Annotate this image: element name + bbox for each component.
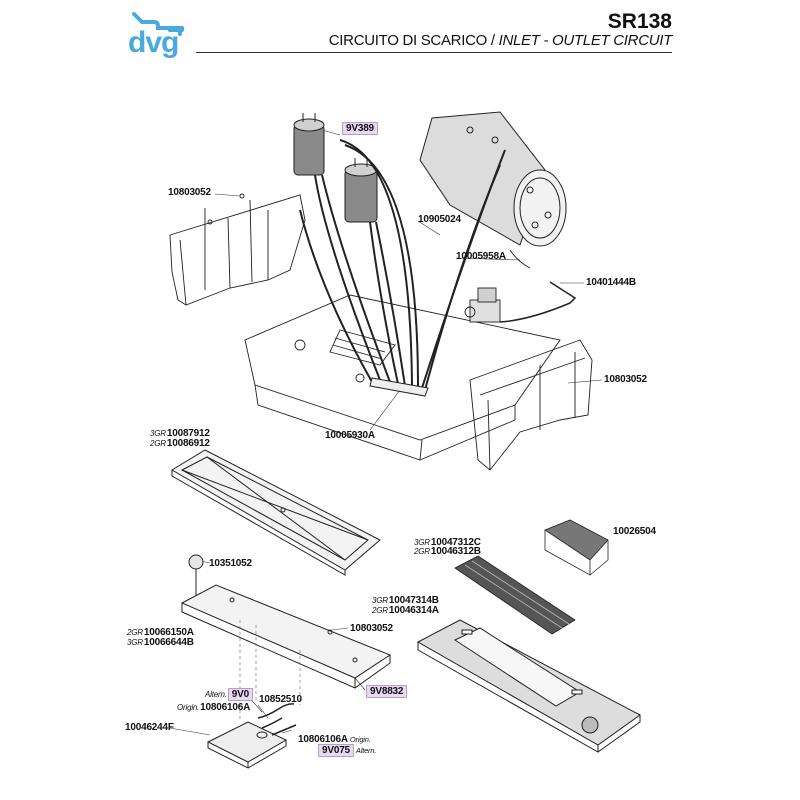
variant-prefix: 2GR — [414, 547, 430, 556]
drip-tray-base — [180, 554, 392, 689]
title-english: INLET - OUTLET CIRCUIT — [498, 32, 673, 49]
label-plate-2gr: 2GR10046314A — [372, 605, 439, 616]
label-base-2gr: 2GR10066150A — [127, 627, 194, 638]
part-tag: 9V8832 — [366, 685, 408, 698]
variant-prefix: 2GR — [150, 439, 166, 448]
part-number: 10806106A — [298, 734, 348, 745]
label-10803052-c: 10803052 — [350, 623, 393, 634]
drain-cup — [206, 721, 288, 769]
valve-cylinders — [293, 113, 378, 223]
variant-prefix: 3GR — [150, 429, 166, 438]
inlet-valve-group — [464, 249, 577, 323]
variant-prefix: 3GR — [372, 596, 388, 605]
label-base-3gr: 3GR10066644B — [127, 637, 194, 648]
label-10803052-b: 10803052 — [604, 374, 647, 385]
variant-prefix: Origin. — [177, 703, 200, 712]
cup-rest-grille — [544, 519, 609, 576]
part-number: 10066644B — [143, 637, 194, 648]
variant-prefix: 3GR — [127, 638, 143, 647]
drainage-grid — [454, 555, 576, 635]
perforated-plate — [416, 619, 641, 753]
right-frame — [469, 339, 593, 471]
label-10803052-a: 10803052 — [168, 187, 211, 198]
label-10905024: 10905024 — [418, 214, 461, 225]
page-header: dvg SR138 CIRCUITO DI SCARICO / INLET - … — [0, 0, 800, 60]
boiler-tank — [419, 111, 567, 247]
label-plate-3gr: 3GR10047314B — [372, 595, 439, 606]
part-number: 10046314A — [388, 605, 439, 616]
label-10026504: 10026504 — [613, 526, 656, 537]
variant-prefix: Altern. — [205, 690, 227, 699]
dvg-logo-icon — [132, 12, 184, 36]
label-tray-2gr: 2GR10086912 — [150, 438, 210, 449]
part-tag: 9V389 — [342, 122, 378, 135]
part-tag: 9V0 — [227, 688, 253, 701]
drain-manifold — [369, 377, 429, 397]
left-frame — [169, 193, 306, 306]
title-italian: CIRCUITO DI SCARICO / — [328, 32, 499, 49]
label-10046244F: 10046244F — [125, 722, 174, 733]
part-number: 10047312C — [430, 537, 481, 548]
label-10852510: 10852510 — [259, 694, 302, 705]
part-number: 10046312B — [430, 546, 481, 557]
hose-fittings — [257, 703, 297, 736]
variant-prefix: 2GR — [372, 606, 388, 615]
label-10401444B: 10401444B — [586, 277, 636, 288]
model-code: SR138 — [607, 10, 672, 33]
label-9V0: Altern.9V0 — [205, 688, 253, 701]
drip-tray-upper — [171, 449, 381, 576]
part-number: 10047314B — [388, 595, 439, 606]
part-tag: 9V075 — [318, 744, 354, 757]
variant-prefix: 2GR — [127, 628, 143, 637]
label-10005930A: 10005930A — [325, 430, 375, 441]
header-rule — [196, 52, 672, 53]
variant-suffix: Altern. — [355, 746, 377, 755]
label-tray-3gr: 3GR10087912 — [150, 428, 210, 439]
chassis-base — [244, 294, 561, 461]
variant-suffix: Origin. — [349, 735, 371, 744]
label-10005958A: 10005958A — [456, 251, 506, 262]
part-number: 10066150A — [143, 627, 194, 638]
label-10351052: 10351052 — [209, 558, 252, 569]
part-number: 10087912 — [166, 428, 210, 439]
page-title: CIRCUITO DI SCARICO / INLET - OUTLET CIR… — [328, 32, 673, 49]
label-grid-3gr: 3GR10047312C — [414, 537, 481, 548]
label-9V389: 9V389 — [342, 122, 378, 135]
brand-name: dvg — [128, 26, 179, 59]
label-10806106A-a: Origin.10806106A — [177, 702, 250, 713]
part-number: 10086912 — [166, 438, 210, 449]
label-grid-2gr: 2GR10046312B — [414, 546, 481, 557]
drain-hoses — [299, 139, 506, 391]
part-number: 10806106A — [200, 702, 251, 713]
assembly-lines — [239, 620, 301, 720]
label-9V8832: 9V8832 — [366, 685, 408, 698]
variant-prefix: 3GR — [414, 538, 430, 547]
